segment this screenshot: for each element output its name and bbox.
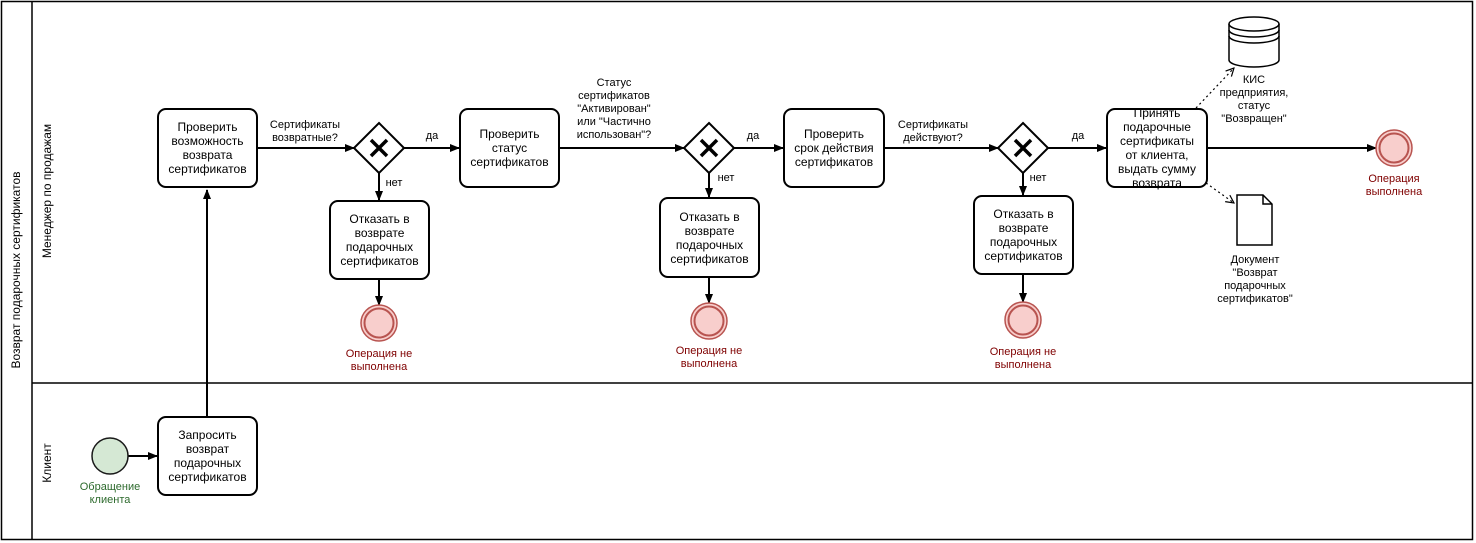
gateway-1-yes: да <box>425 129 439 142</box>
association-to-database <box>1195 68 1234 109</box>
lane-label-client: Клиент <box>40 443 54 483</box>
task-refuse-1[interactable]: Отказать в возврате подарочных сертифика… <box>329 200 430 280</box>
gateway-3-question: Сертификаты действуют? <box>897 119 969 144</box>
association-to-document <box>1205 182 1234 203</box>
task-check-validity[interactable]: Проверить срок действия сертификатов <box>783 108 885 188</box>
lane-label-manager: Менеджер по продажам <box>40 123 54 259</box>
document-label: Документ "Возврат подарочных сертификато… <box>1217 254 1293 305</box>
document-icon <box>1236 194 1273 246</box>
task-refuse-3[interactable]: Отказать в возврате подарочных сертифика… <box>973 195 1074 275</box>
task-check-status[interactable]: Проверить статус сертификатов <box>459 108 560 188</box>
end-event-success <box>1375 129 1413 167</box>
start-event-label: Обращение клиента <box>79 481 141 506</box>
exclusive-gateway-1 <box>352 121 406 175</box>
gateway-2-yes: да <box>746 129 760 142</box>
gateway-1-no: нет <box>385 176 403 189</box>
task-check-possibility[interactable]: Проверить возможность возврата сертифика… <box>157 108 258 188</box>
task-request-return[interactable]: Запросить возврат подарочных сертификато… <box>157 416 258 496</box>
gateway-3-no: нет <box>1029 171 1047 184</box>
gateway-2-question: Статус сертификатов "Активирован" или "Ч… <box>576 76 652 141</box>
database-icon <box>1228 16 1280 68</box>
start-event <box>91 437 129 475</box>
end-event-fail-2 <box>690 302 728 340</box>
task-refuse-2[interactable]: Отказать в возврате подарочных сертифика… <box>659 197 760 278</box>
task-accept-certificates[interactable]: Принять подарочные сертификаты от клиент… <box>1106 106 1208 190</box>
database-label: КИС предприятия, статус "Возвращен" <box>1219 74 1289 125</box>
end-success-label: Операция выполнена <box>1365 173 1423 198</box>
gateway-3-yes: да <box>1071 129 1085 142</box>
pool-label: Возврат подарочных сертификатов <box>9 171 23 369</box>
end-fail-label-3: Операция не выполнена <box>989 346 1057 371</box>
end-fail-label-2: Операция не выполнена <box>675 345 743 370</box>
end-event-fail-3 <box>1004 301 1042 339</box>
exclusive-gateway-3 <box>996 121 1050 175</box>
gateway-2-no: нет <box>717 171 735 184</box>
exclusive-gateway-2 <box>682 121 736 175</box>
end-fail-label-1: Операция не выполнена <box>345 348 413 373</box>
end-event-fail-1 <box>360 304 398 342</box>
gateway-1-question: Сертификаты возвратные? <box>269 119 341 144</box>
